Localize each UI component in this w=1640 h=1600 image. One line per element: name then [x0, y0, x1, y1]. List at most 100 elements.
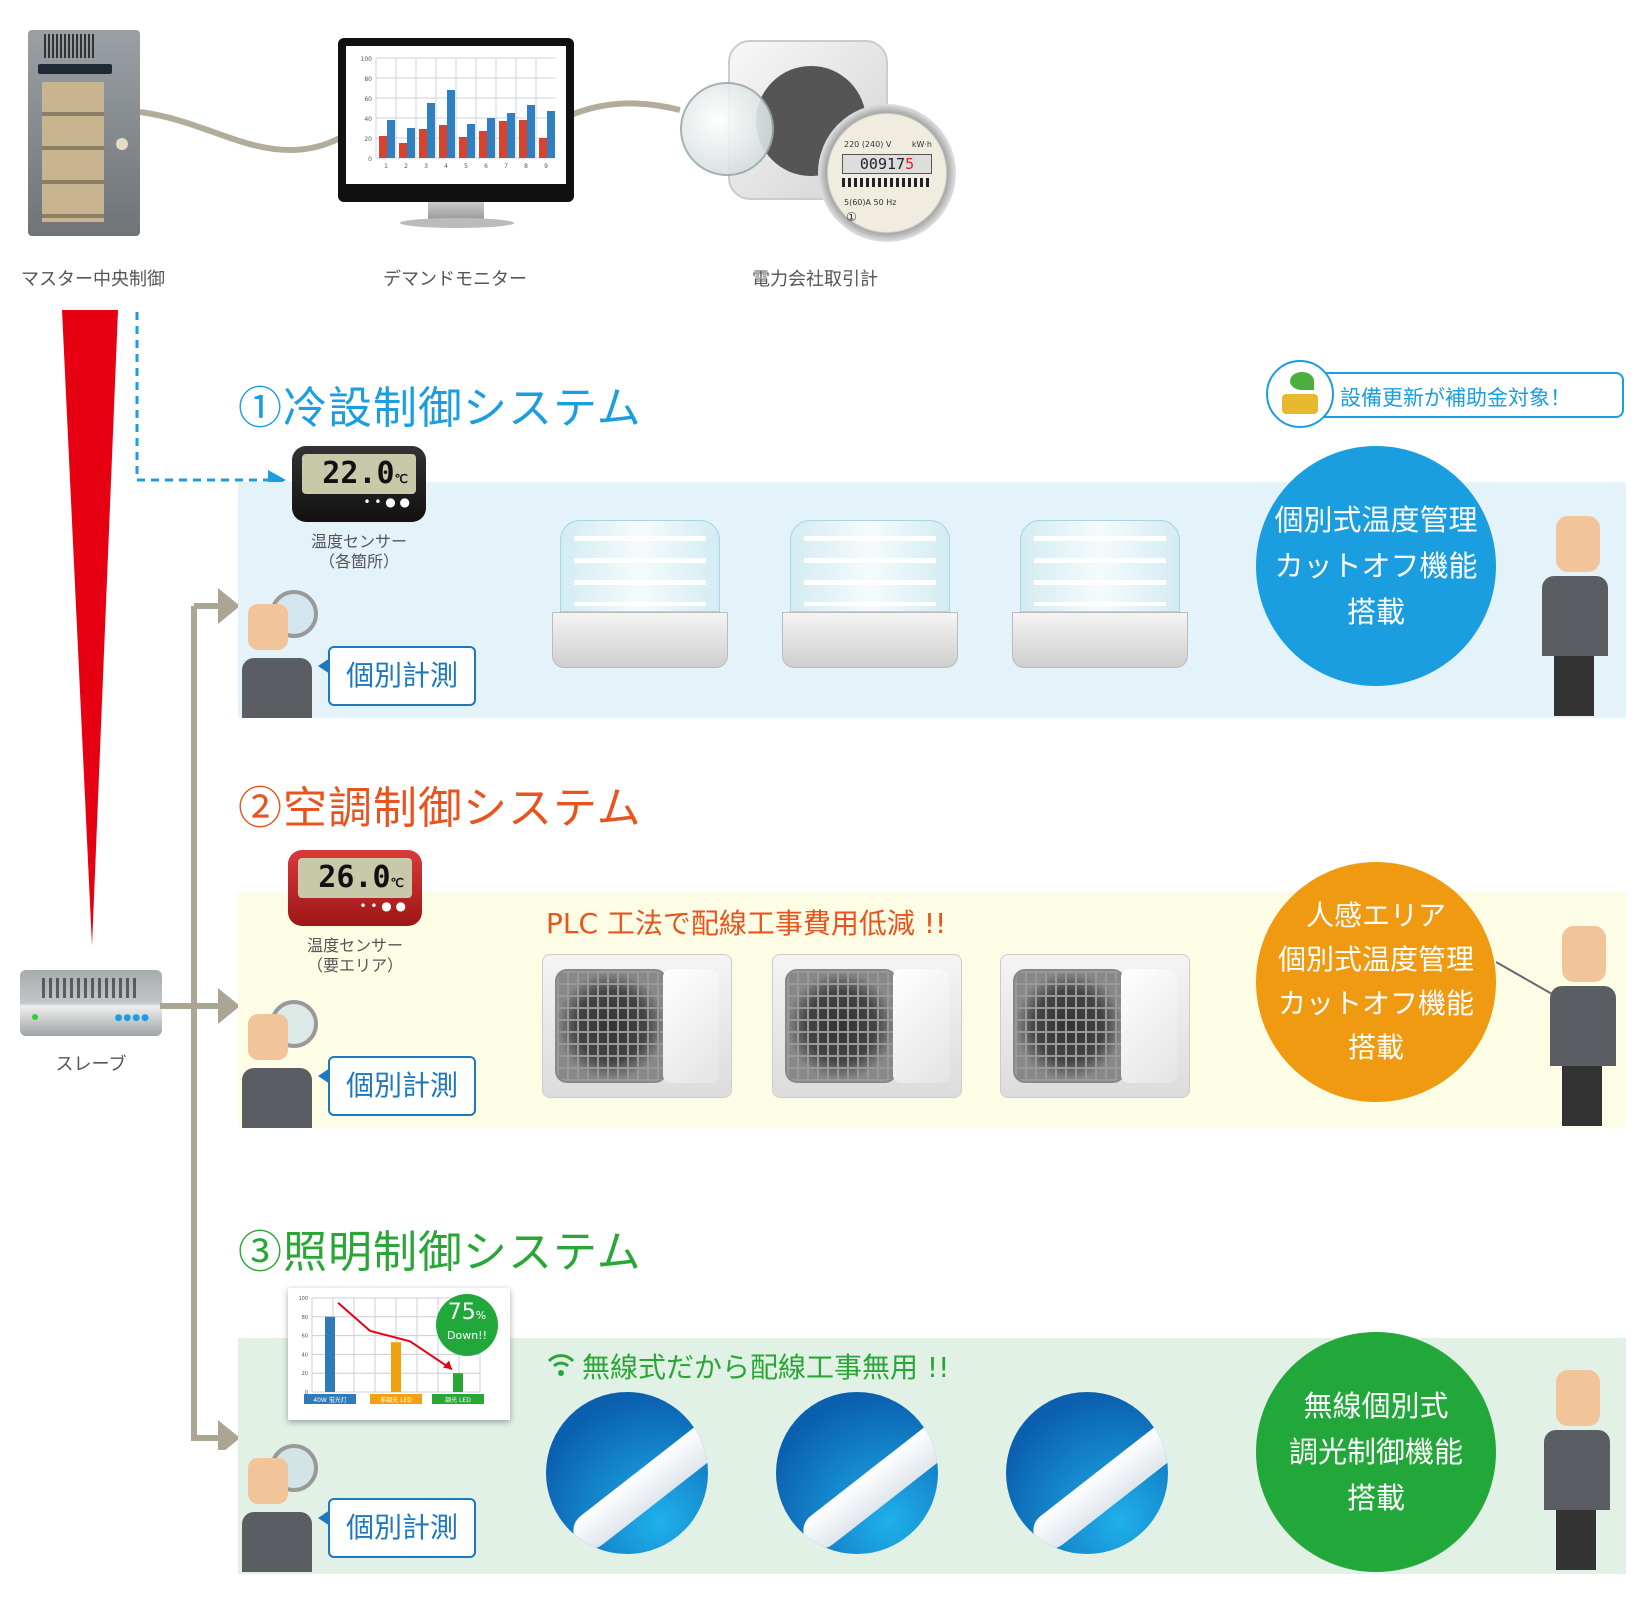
bar [453, 1373, 463, 1392]
bar-blue [487, 118, 495, 158]
x-tick-label: 9 [544, 163, 548, 170]
electric-meter: 220 (240) V kW·h 009175 5(60)A 50 Hz ① [818, 104, 956, 242]
bar-blue [427, 103, 435, 158]
bar-red [519, 120, 527, 158]
feature-3-line-1: 無線個別式 [1303, 1389, 1449, 1423]
server-bays [42, 82, 104, 222]
category-label-bg [304, 1394, 356, 1404]
bar-red [419, 129, 427, 158]
presenter-figure-1 [1534, 516, 1610, 716]
x-tick-label: 2 [404, 163, 408, 170]
figure-face [248, 1014, 288, 1060]
meter-dial [842, 178, 932, 187]
figure-face [248, 1458, 288, 1504]
inspector-figure-1 [242, 590, 318, 718]
sensor-1-unit: ℃ [394, 472, 408, 486]
bar-blue [447, 90, 455, 158]
server-lock-icon [116, 138, 128, 150]
sensor-2-unit: ℃ [390, 876, 404, 890]
led-tube-image [546, 1392, 708, 1554]
unit-side-panel [1121, 969, 1177, 1083]
badge-value: 75 [447, 1300, 476, 1325]
badge-text: Down!! [447, 1329, 487, 1342]
ac-outdoor-unit [772, 954, 962, 1098]
x-tick-label: 5 [464, 163, 468, 170]
sensor-1-reading: 22.0 [322, 456, 395, 491]
badge-unit: % [475, 1309, 487, 1322]
presenter-figure-2 [1550, 926, 1626, 1126]
monitor-base [400, 218, 514, 228]
bar-red [459, 137, 467, 158]
trend-line [337, 1301, 453, 1371]
figure-suit [1550, 986, 1616, 1066]
x-tick-label: 調光 LED [445, 1396, 471, 1404]
meter-digits: 00917 [859, 155, 906, 173]
reduction-badge: 75% Down!! [436, 1294, 498, 1356]
feature-2-line-1: 人感エリア [1305, 899, 1446, 932]
inspector-figure-3 [242, 1444, 318, 1572]
led-tube-image [1006, 1392, 1168, 1554]
meter-reading: 009175 [842, 154, 932, 174]
x-tick-label: 6 [484, 163, 488, 170]
bar-red [539, 138, 547, 158]
master-label: マスター中央制御 [21, 269, 165, 290]
sensor-2-lcd: 26.0℃ [298, 858, 412, 898]
coin-icon [1282, 394, 1318, 414]
bar-blue [527, 105, 535, 158]
refrigerated-showcase [1012, 516, 1188, 676]
showcase-shelves [804, 536, 936, 606]
meter-mark: ① [846, 210, 857, 224]
trunk-connectors [160, 588, 240, 1450]
y-tick-label: 20 [302, 1371, 308, 1377]
slave-label: スレーブ [55, 1054, 127, 1075]
figure-face [1556, 516, 1600, 572]
y-tick-label: 20 [364, 136, 372, 143]
refrigerated-showcase [552, 516, 728, 676]
figure-face [1556, 1370, 1600, 1426]
meter-last-digit: 5 [905, 155, 915, 173]
bar [391, 1342, 401, 1392]
server-vent [44, 34, 94, 58]
temp-sensor-1: 22.0℃ • • ● ● [292, 446, 426, 522]
sensor-1-label-line1: 温度センサー [310, 532, 407, 551]
y-tick-label: 80 [302, 1315, 308, 1321]
slave-status-leds: ●●●● [114, 1013, 150, 1023]
sensor-2-label-line2: （要エリア） [306, 956, 403, 975]
bar-red [499, 121, 507, 158]
y-tick-label: 100 [298, 1296, 308, 1302]
measure-bubble-1: 個別計測 [318, 646, 476, 706]
section-3-tagline: 無線式だから配線工事無用 !! [582, 1351, 950, 1384]
y-tick-label: 60 [364, 96, 372, 103]
sensor-2-label-line1: 温度センサー [306, 936, 403, 955]
section-3-title: ③照明制御システム [238, 1227, 642, 1278]
sprout-icon [1290, 372, 1314, 390]
sensor-1-label-line2: （各箇所） [318, 552, 399, 571]
bar-blue [387, 120, 395, 158]
trend-arrowhead [443, 1360, 452, 1370]
inspector-figure-2 [242, 1000, 318, 1128]
y-tick-label: 60 [302, 1334, 308, 1340]
y-tick-label: 0 [368, 156, 372, 163]
section-2-title: ②空調制御システム [238, 783, 642, 834]
meter-unit: kW·h [911, 140, 932, 149]
y-tick-label: 100 [361, 56, 373, 63]
y-tick-label: 0 [305, 1390, 308, 1396]
figure-legs [1554, 656, 1594, 716]
feature-1-line-2: カットオフ機能 [1274, 549, 1478, 583]
unit-side-panel [663, 969, 719, 1083]
feature-circle-1: 個別式温度管理 カットオフ機能 搭載 [1256, 446, 1496, 686]
ac-outdoor-unit [542, 954, 732, 1098]
showcase-base [552, 612, 728, 668]
subsidy-icon-circle [1266, 360, 1334, 428]
x-tick-label: 7 [504, 163, 508, 170]
subsidy-badge [1284, 372, 1624, 418]
bar-red [479, 131, 487, 158]
showcase-shelves [574, 536, 706, 606]
feature-2-line-3: カットオフ機能 [1277, 987, 1474, 1020]
presenter-figure-3 [1540, 1370, 1616, 1570]
slave-power-led [32, 1014, 38, 1020]
